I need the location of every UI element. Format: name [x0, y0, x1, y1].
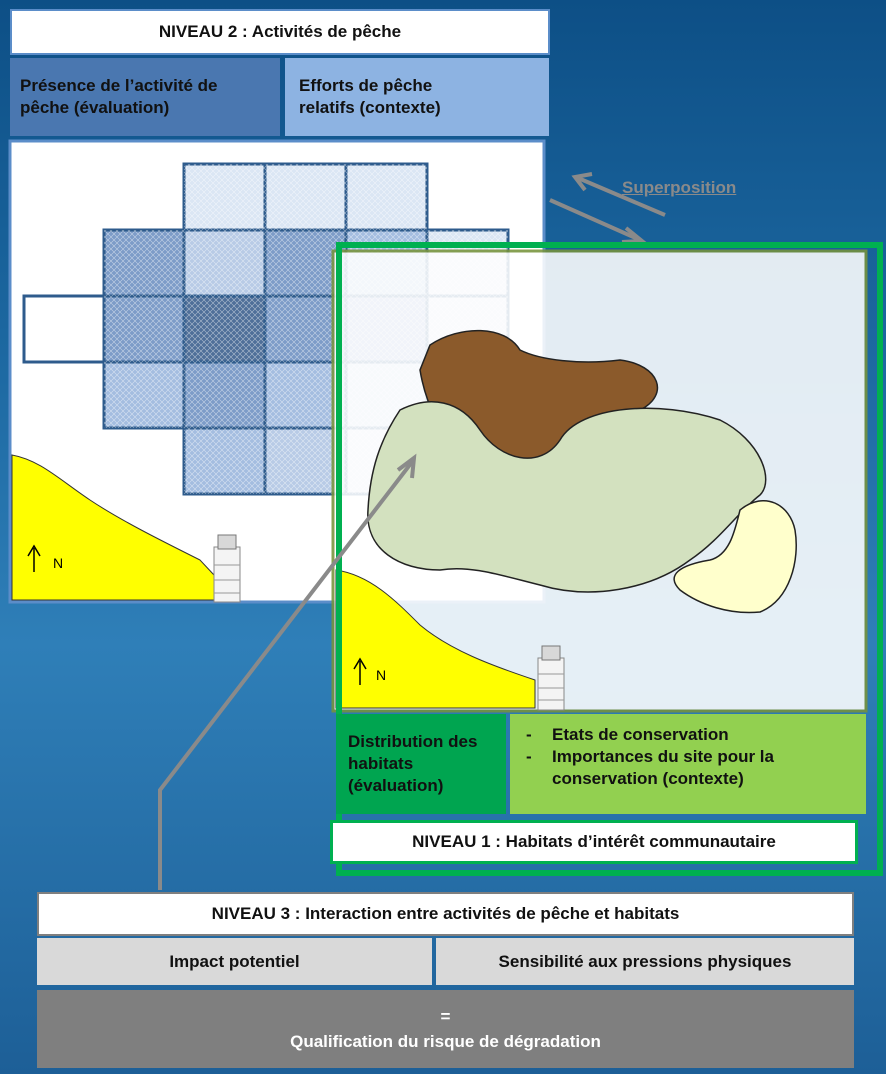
bullet-2-text: Importances du site pour la conservation… — [552, 747, 774, 789]
superposition-arrows — [549, 172, 666, 244]
north-arrow-icon-2 — [353, 657, 367, 685]
bullet-2: -Importances du site pour la conservatio… — [526, 746, 856, 790]
niveau3-sensibilite-cell: Sensibilité aux pressions physiques — [436, 938, 854, 985]
coastline-level1 — [335, 569, 536, 709]
niveau2-title: NIVEAU 2 : Activités de pêche — [10, 9, 550, 55]
niveau2-presence-text: Présence de l’activité de pêche (évaluat… — [20, 75, 218, 117]
niveau3-impact-cell: Impact potentiel — [37, 938, 432, 985]
niveau2-presence-cell: Présence de l’activité de pêche (évaluat… — [10, 58, 280, 136]
lighthouse-icon — [213, 534, 241, 603]
niveau1-context-cell: -Etats de conservation -Importances du s… — [510, 714, 866, 814]
niveau3-title-text: NIVEAU 3 : Interaction entre activités d… — [211, 904, 680, 923]
habitat-light-green — [367, 401, 767, 593]
niveau3-risk-cell: = Qualification du risque de dégradation — [37, 990, 854, 1068]
coastline-level2 — [11, 454, 215, 601]
interaction-connector — [158, 460, 414, 890]
bullet-1: -Etats de conservation — [526, 724, 856, 746]
superposition-label: Superposition — [622, 178, 737, 197]
habitat-pale-yellow — [673, 500, 797, 614]
bullet-1-text: Etats de conservation — [552, 725, 729, 744]
lighthouse-icon-2 — [537, 645, 565, 711]
niveau3-impact-text: Impact potentiel — [169, 951, 300, 971]
north-arrow-icon — [27, 544, 41, 572]
niveau2-efforts-cell: Efforts de pêche relatifs (contexte) — [285, 58, 549, 136]
niveau1-title-text: NIVEAU 1 : Habitats d’intérêt communauta… — [412, 832, 776, 851]
niveau1-distribution-cell: Distribution des habitats (évaluation) — [336, 714, 506, 814]
niveau3-sensibilite-text: Sensibilité aux pressions physiques — [498, 951, 792, 971]
north-label-1: N — [53, 555, 64, 571]
niveau3-qualification: Qualification du risque de dégradation — [290, 1032, 601, 1051]
niveau2-efforts-text: Efforts de pêche relatifs (contexte) — [299, 75, 441, 117]
north-label-2: N — [376, 667, 387, 683]
niveau3-equals: = — [440, 1006, 451, 1026]
niveau1-title: NIVEAU 1 : Habitats d’intérêt communauta… — [330, 820, 858, 864]
niveau1-distribution-text: Distribution des habitats (évaluation) — [348, 731, 478, 796]
niveau3-title-box: NIVEAU 3 : Interaction entre activités d… — [37, 892, 854, 936]
